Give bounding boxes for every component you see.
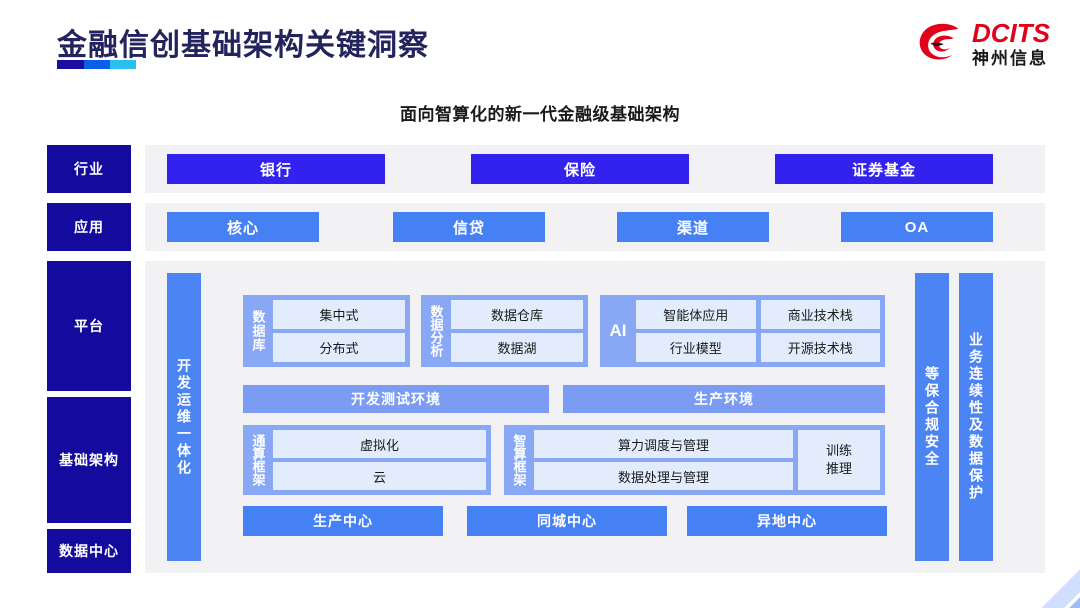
cell-data-processing-management[interactable]: 数据处理与管理	[534, 462, 793, 490]
chip-label: 开发测试环境	[351, 391, 441, 407]
chip-label: 同城中心	[537, 513, 597, 529]
group-data-analytics[interactable]: 数据分析 数据仓库 数据湖	[421, 295, 588, 367]
logo-cn-text: 神州信息	[972, 49, 1048, 68]
chip-label: 渠道	[676, 219, 709, 237]
group-label-database: 数据库	[250, 310, 266, 352]
industry-chip-bank[interactable]: 银行	[167, 154, 385, 184]
group-general-compute-framework[interactable]: 通算框架 虚拟化 云	[243, 425, 491, 495]
cell-data-lake[interactable]: 数据湖	[451, 333, 583, 362]
group-ai-compute-framework[interactable]: 智算框架 算力调度与管理 数据处理与管理 训练 推理	[504, 425, 885, 495]
sidebar-item-label: 数据中心	[59, 543, 119, 559]
cell-cloud[interactable]: 云	[273, 462, 486, 490]
cell-virtualization[interactable]: 虚拟化	[273, 430, 486, 458]
cell-distributed[interactable]: 分布式	[273, 333, 405, 362]
vertical-bar-label: 等保合规安全	[924, 366, 940, 468]
dcits-swirl-icon	[919, 23, 959, 60]
title-underline-accent	[57, 60, 136, 69]
sidebar-item-industry[interactable]: 行业	[47, 145, 131, 193]
chip-label: 生产中心	[313, 513, 373, 529]
group-label-general-compute-framework: 通算框架	[250, 434, 266, 486]
cell-data-warehouse[interactable]: 数据仓库	[451, 300, 583, 329]
chip-label: 生产环境	[694, 391, 754, 407]
cell-centralized[interactable]: 集中式	[273, 300, 405, 329]
page-subtitle: 面向智算化的新一代金融级基础架构	[400, 105, 680, 124]
application-chip-oa[interactable]: OA	[841, 212, 993, 242]
sidebar-item-platform[interactable]: 平台	[47, 261, 131, 391]
sidebar-item-label: 基础架构	[59, 452, 119, 468]
application-chip-channel[interactable]: 渠道	[617, 212, 769, 242]
env-chip-dev-test[interactable]: 开发测试环境	[243, 385, 549, 413]
chip-label: 异地中心	[757, 513, 817, 529]
chip-label: 核心	[226, 219, 259, 237]
page-title: 金融信创基础架构关键洞察	[57, 29, 429, 62]
vertical-bar-business-continuity[interactable]: 业务连续性及数据保护	[959, 273, 993, 561]
group-database[interactable]: 数据库 集中式 分布式	[243, 295, 410, 367]
application-chip-credit[interactable]: 信贷	[393, 212, 545, 242]
sidebar-item-datacenter[interactable]: 数据中心	[47, 529, 131, 573]
cell-training-inference[interactable]: 训练 推理	[798, 430, 880, 490]
vertical-bar-label: 开发运维一体化	[176, 357, 192, 477]
env-chip-production[interactable]: 生产环境	[563, 385, 885, 413]
chip-label: OA	[904, 218, 930, 236]
group-label-ai: AI	[609, 321, 627, 340]
cell-compute-scheduling-management[interactable]: 算力调度与管理	[534, 430, 793, 458]
vertical-bar-compliance-security[interactable]: 等保合规安全	[915, 273, 949, 561]
datacenter-chip-remote[interactable]: 异地中心	[687, 506, 887, 536]
cell-agent-application[interactable]: 智能体应用	[636, 300, 756, 329]
group-label-ai-compute-framework: 智算框架	[511, 434, 527, 486]
group-label-data-analytics: 数据分析	[428, 305, 444, 357]
training-label: 训练	[825, 443, 852, 459]
cell-commercial-tech-stack[interactable]: 商业技术栈	[760, 300, 880, 329]
industry-chip-insurance[interactable]: 保险	[471, 154, 689, 184]
datacenter-chip-metro[interactable]: 同城中心	[467, 506, 667, 536]
sidebar-item-infrastructure[interactable]: 基础架构	[47, 397, 131, 523]
sidebar-item-label: 应用	[74, 219, 104, 235]
group-ai[interactable]: AI 智能体应用 行业模型 商业技术栈 开源技术栈	[600, 295, 885, 367]
chip-label: 保险	[563, 161, 596, 179]
sidebar-item-label: 行业	[74, 161, 104, 177]
cell-industry-model[interactable]: 行业模型	[636, 333, 756, 362]
chip-label: 信贷	[452, 219, 485, 237]
vertical-bar-label: 业务连续性及数据保护	[968, 332, 984, 502]
inference-label: 推理	[825, 461, 852, 476]
logo-en-text: DCITS	[972, 18, 1050, 48]
vertical-bar-devops[interactable]: 开发运维一体化	[167, 273, 201, 561]
cell-opensource-tech-stack[interactable]: 开源技术栈	[760, 333, 880, 362]
datacenter-chip-production[interactable]: 生产中心	[243, 506, 443, 536]
sidebar-item-application[interactable]: 应用	[47, 203, 131, 251]
sidebar-item-label: 平台	[74, 318, 104, 334]
chip-label: 银行	[259, 161, 292, 179]
dcits-logo: DCITS 神州信息	[916, 20, 1050, 67]
industry-chip-securities-fund[interactable]: 证券基金	[775, 154, 993, 184]
application-chip-core[interactable]: 核心	[167, 212, 319, 242]
chip-label: 证券基金	[851, 161, 916, 179]
